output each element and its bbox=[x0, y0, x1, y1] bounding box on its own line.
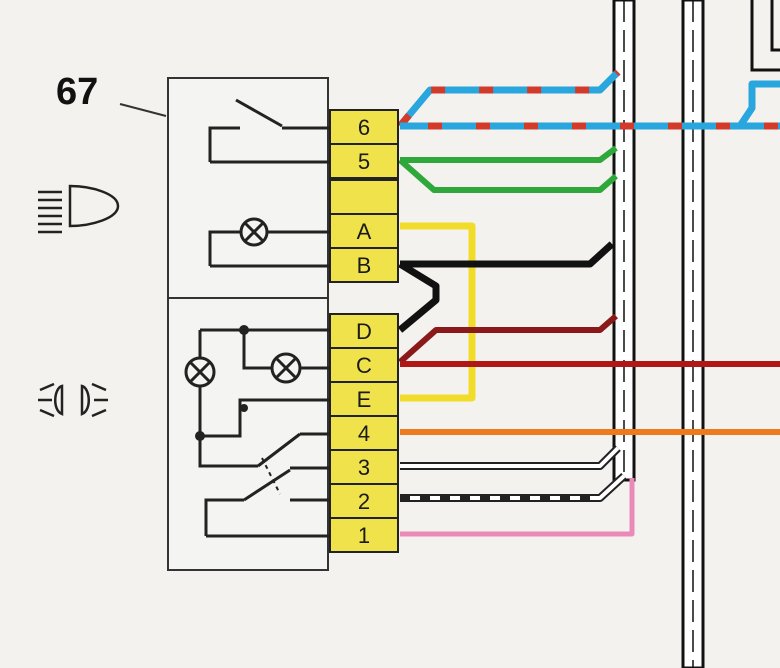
connector-pin-label: D bbox=[356, 319, 372, 344]
connector-pin-C bbox=[329, 347, 399, 383]
junction-dot bbox=[239, 325, 249, 335]
wire-pink bbox=[400, 478, 635, 537]
wire-blue-red bbox=[397, 69, 780, 130]
connector-pin-2 bbox=[329, 483, 399, 519]
connector-pin-blank bbox=[329, 179, 399, 215]
connector-pin-3 bbox=[329, 449, 399, 485]
harness-bundle-far-right bbox=[750, 0, 780, 72]
wire-black bbox=[397, 241, 615, 333]
connector-block: 6 5AB DCE 4 3 2 1 bbox=[329, 109, 399, 553]
connector-pin-label: C bbox=[356, 353, 372, 378]
connector-pin-label: B bbox=[357, 253, 372, 278]
connector-pin-label: 1 bbox=[358, 523, 370, 548]
lower-lamps bbox=[184, 328, 330, 538]
connector-pin-1 bbox=[329, 517, 399, 553]
wire-green bbox=[398, 145, 618, 193]
component-number: 67 bbox=[56, 71, 98, 113]
wire-white-3 bbox=[400, 445, 621, 470]
connector-pin-A bbox=[329, 213, 399, 249]
upper-switch bbox=[208, 98, 330, 164]
callout-leader bbox=[119, 103, 167, 117]
harness-bundle-right bbox=[681, 0, 705, 668]
switch-component bbox=[167, 77, 329, 571]
wire-brown bbox=[398, 313, 618, 365]
headlight-icon bbox=[38, 184, 120, 234]
wire-white-black-2 bbox=[400, 473, 627, 502]
indicator-lamp-upper bbox=[208, 217, 330, 268]
connector-pin-label: A bbox=[357, 219, 372, 244]
connector-pin-label: E bbox=[357, 387, 372, 412]
connector-pin-B bbox=[329, 247, 399, 283]
connector-pin-label: 4 bbox=[358, 421, 370, 446]
junction-dot bbox=[240, 404, 248, 412]
connector-pin-label: 6 bbox=[358, 115, 370, 140]
junction-dot bbox=[195, 431, 205, 441]
connector-pin-label: 2 bbox=[358, 489, 370, 514]
connector-pin-label: 5 bbox=[358, 149, 370, 174]
connector-pin-5 bbox=[329, 143, 399, 179]
wire-yellow bbox=[400, 222, 476, 402]
connector-pin-4 bbox=[329, 415, 399, 451]
parking-light-icon bbox=[38, 382, 108, 418]
connector-pin-label: 3 bbox=[358, 455, 370, 480]
connector-pin-6 bbox=[329, 109, 399, 145]
